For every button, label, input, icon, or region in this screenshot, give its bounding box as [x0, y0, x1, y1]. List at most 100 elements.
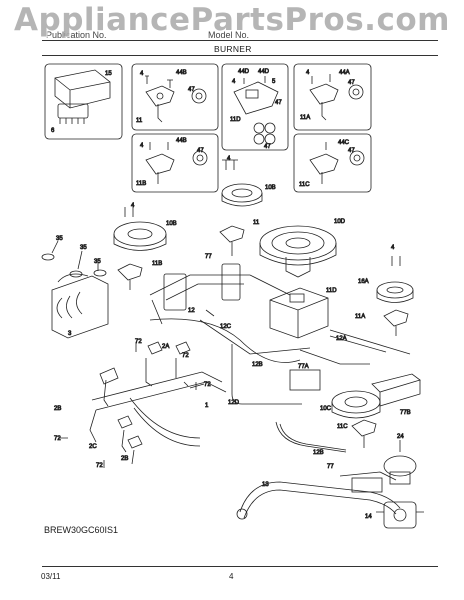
igniter-11-center: 11: [219, 220, 260, 256]
callout-44c: 44C: [338, 140, 350, 146]
right-tubes: 12A 77A: [289, 329, 411, 391]
inset-box-11a: 4 44A 47 11A: [293, 63, 372, 131]
burner-10b-left: 4 10B: [113, 203, 177, 251]
valves-left: 72 2A 72 2B: [54, 339, 191, 412]
callout-47: 47: [264, 144, 271, 150]
callout-72: 72: [182, 353, 189, 359]
callout-2a: 2A: [162, 344, 169, 350]
callout-44a: 44A: [339, 70, 350, 76]
burner-10c: 10C: [320, 390, 381, 419]
callout-4: 4: [131, 203, 135, 209]
igniter-11c-lower: 11C: [337, 419, 377, 448]
callout-12d: 12D: [228, 400, 240, 406]
bracket-3-wires: 3: [51, 273, 109, 339]
burner-10b-top: 4 10B: [221, 156, 276, 207]
callout-4: 4: [140, 71, 144, 77]
inset-box-15: 15 6: [44, 63, 123, 140]
footer-date: 03/11: [41, 572, 61, 581]
watermark: AppliancePartsPros.com: [14, 2, 450, 38]
callout-11: 11: [136, 118, 143, 124]
callout-16a: 16A: [358, 279, 369, 285]
callout-11a: 11A: [300, 115, 310, 121]
callout-4: 4: [391, 245, 395, 251]
callout-72: 72: [135, 339, 142, 345]
callout-77b: 77B: [400, 410, 411, 416]
callout-11a: 11A: [355, 314, 365, 320]
callout-12a: 12A: [336, 336, 347, 342]
regulator-24: 24: [383, 434, 417, 485]
callout-47: 47: [188, 87, 195, 93]
header-rule-top: [42, 40, 438, 41]
callout-77a: 77A: [298, 364, 309, 370]
callout-44d: 44D: [258, 69, 270, 75]
main-gas-pipe-13: 77 13: [236, 464, 401, 520]
burner-10d-large: 10D: [259, 219, 346, 278]
callout-35: 35: [80, 245, 87, 251]
burner-16a: 4 16A: [358, 245, 414, 303]
valves-lower: 72 2C 72 2B: [54, 409, 143, 469]
callout-47: 47: [348, 148, 355, 154]
igniter-11a: 11A: [355, 309, 409, 336]
callout-6: 6: [51, 128, 55, 134]
burner-box-11d: 11D: [269, 287, 338, 339]
callout-72: 72: [96, 463, 103, 469]
callout-77: 77: [327, 464, 334, 470]
callout-12b: 12B: [252, 362, 263, 368]
callout-4: 4: [232, 79, 236, 85]
callout-15: 15: [105, 71, 112, 77]
callout-77: 77: [205, 254, 212, 260]
callout-5: 5: [272, 79, 276, 85]
inset-box-11d: 44D 4 44D 5 47 11D 47: [221, 63, 289, 151]
callout-4: 4: [306, 70, 310, 76]
callout-35: 35: [94, 259, 101, 265]
callout-10b: 10B: [166, 221, 177, 227]
callout-2b: 2B: [54, 406, 61, 412]
callout-11b: 11B: [136, 181, 146, 187]
callout-44d: 44D: [238, 69, 250, 75]
regulator-14: 14: [365, 501, 424, 529]
callout-72: 72: [204, 382, 211, 388]
callout-2c: 2C: [89, 444, 97, 450]
callout-10d: 10D: [334, 219, 346, 225]
callout-11: 11: [253, 220, 260, 226]
callout-44b: 44B: [176, 70, 187, 76]
callout-10c: 10C: [320, 406, 332, 412]
callout-11b: 11B: [152, 261, 162, 267]
bracket-77b: 77B: [371, 373, 421, 416]
callout-2b: 2B: [121, 456, 128, 462]
callout-11d: 11D: [326, 288, 337, 294]
diagram-code: BREW30GC60IS1: [44, 525, 119, 535]
callout-4: 4: [140, 143, 144, 149]
callout-44b: 44B: [176, 138, 187, 144]
callout-11d: 11D: [230, 117, 241, 123]
model-label: Model No.: [208, 30, 250, 40]
callout-13: 13: [262, 482, 269, 488]
callout-14: 14: [365, 514, 372, 520]
callout-3: 3: [68, 331, 72, 337]
callout-72: 72: [54, 436, 61, 442]
callout-12: 12: [188, 308, 195, 314]
burner-caps-35: 35 35 35: [41, 236, 107, 278]
callout-12b: 12B: [313, 450, 324, 456]
gas-line-12b: 12B: [275, 421, 347, 456]
callout-47: 47: [197, 148, 204, 154]
page-number: 4: [229, 572, 234, 581]
burner-tubes: 77 12 12C 12B 12D: [149, 254, 311, 406]
callout-47: 47: [348, 80, 355, 86]
section-title: BURNER: [214, 44, 252, 54]
callout-24: 24: [397, 434, 404, 440]
callout-11c: 11C: [299, 182, 310, 188]
callout-10b: 10B: [265, 185, 276, 191]
footer-rule: [42, 566, 438, 567]
publication-label: Publication No.: [46, 30, 107, 40]
igniter-11b-left: 11B: [117, 261, 163, 290]
callout-35: 35: [56, 236, 63, 242]
callout-4: 4: [227, 156, 231, 162]
callout-1: 1: [205, 403, 209, 409]
callout-11c: 11C: [337, 424, 348, 430]
manifold-pipe-1: 72 1: [91, 371, 227, 447]
header-rule-bottom: [42, 55, 438, 56]
callout-47: 47: [275, 100, 282, 106]
inset-box-11b: 4 44B 47 11B: [131, 133, 219, 193]
